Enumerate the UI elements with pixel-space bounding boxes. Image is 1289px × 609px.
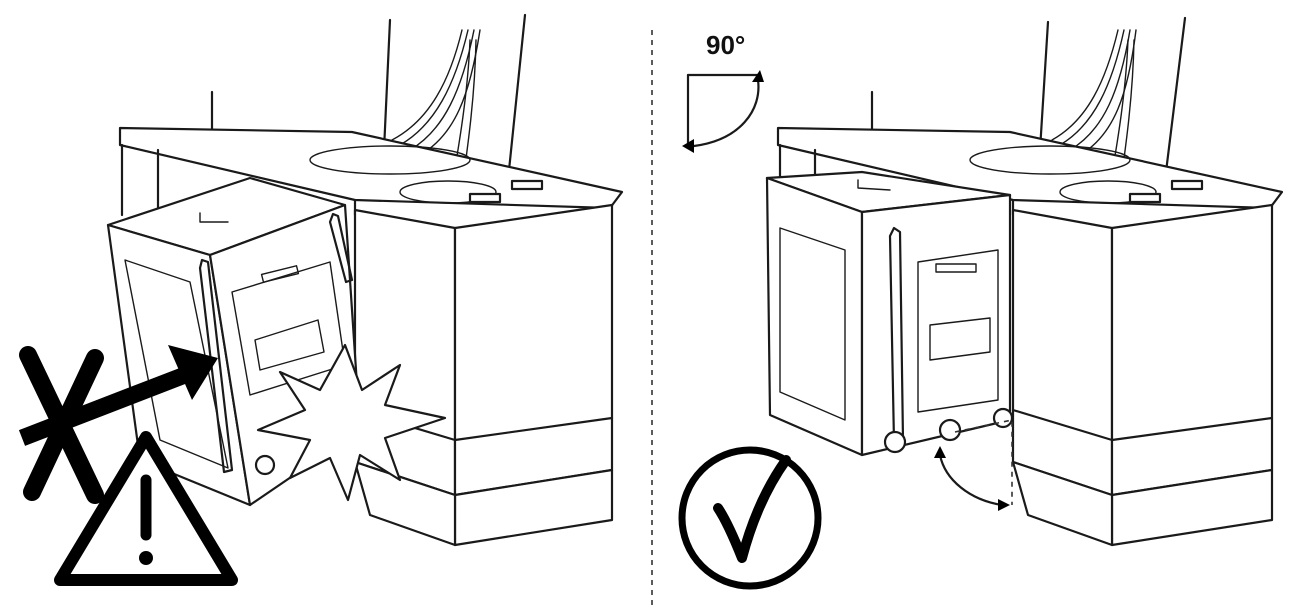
floor-angle-indicator <box>934 419 1013 511</box>
base-cabinet-right <box>1011 203 1274 547</box>
push-direction-arrow <box>18 345 218 446</box>
collision-burst-icon <box>256 343 447 502</box>
incorrect-installation-panel <box>18 13 624 586</box>
angle-label: 90° <box>706 30 745 60</box>
aligned-appliance <box>765 170 1014 457</box>
cross-icon <box>19 346 104 504</box>
warning-triangle-icon <box>54 431 238 586</box>
correct-installation-panel: 90° <box>678 16 1284 590</box>
rotation-angle-icon <box>682 70 764 153</box>
check-circle-icon <box>678 446 822 590</box>
faucet-hoses <box>382 13 527 189</box>
countertop <box>118 126 624 217</box>
